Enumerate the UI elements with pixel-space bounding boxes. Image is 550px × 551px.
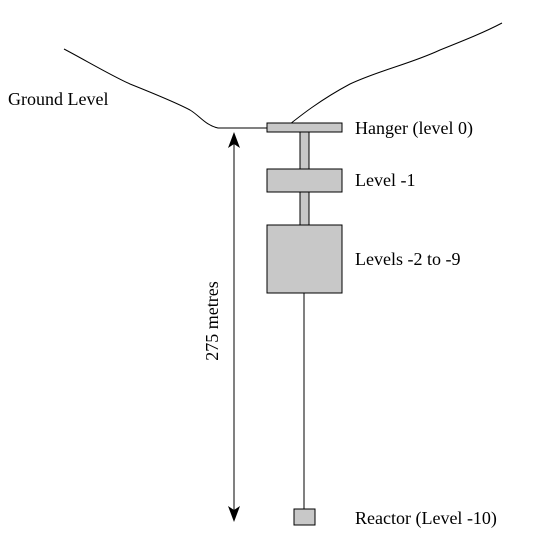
- shaft-segment-upper: [299, 131, 310, 170]
- hanger-block: [266, 122, 343, 133]
- reactor-label: Reactor (Level -10): [355, 508, 497, 529]
- levels-minus-2-to-9-label: Levels -2 to -9: [355, 249, 460, 269]
- levels-minus-2-to-9-block: [266, 224, 343, 294]
- hanger-label: Hanger (level 0): [355, 118, 473, 139]
- level-minus-1-block: [266, 168, 343, 193]
- shaft-segment-middle: [299, 191, 310, 226]
- depth-arrowhead-bottom: [228, 506, 240, 522]
- ground-surface-line: [63, 22, 503, 129]
- depth-arrowhead-top: [228, 132, 240, 148]
- reactor-block: [293, 508, 316, 526]
- depth-label: 275 metres: [202, 281, 222, 360]
- level-minus-1-label: Level -1: [355, 170, 415, 190]
- ground-level-label: Ground Level: [8, 89, 108, 109]
